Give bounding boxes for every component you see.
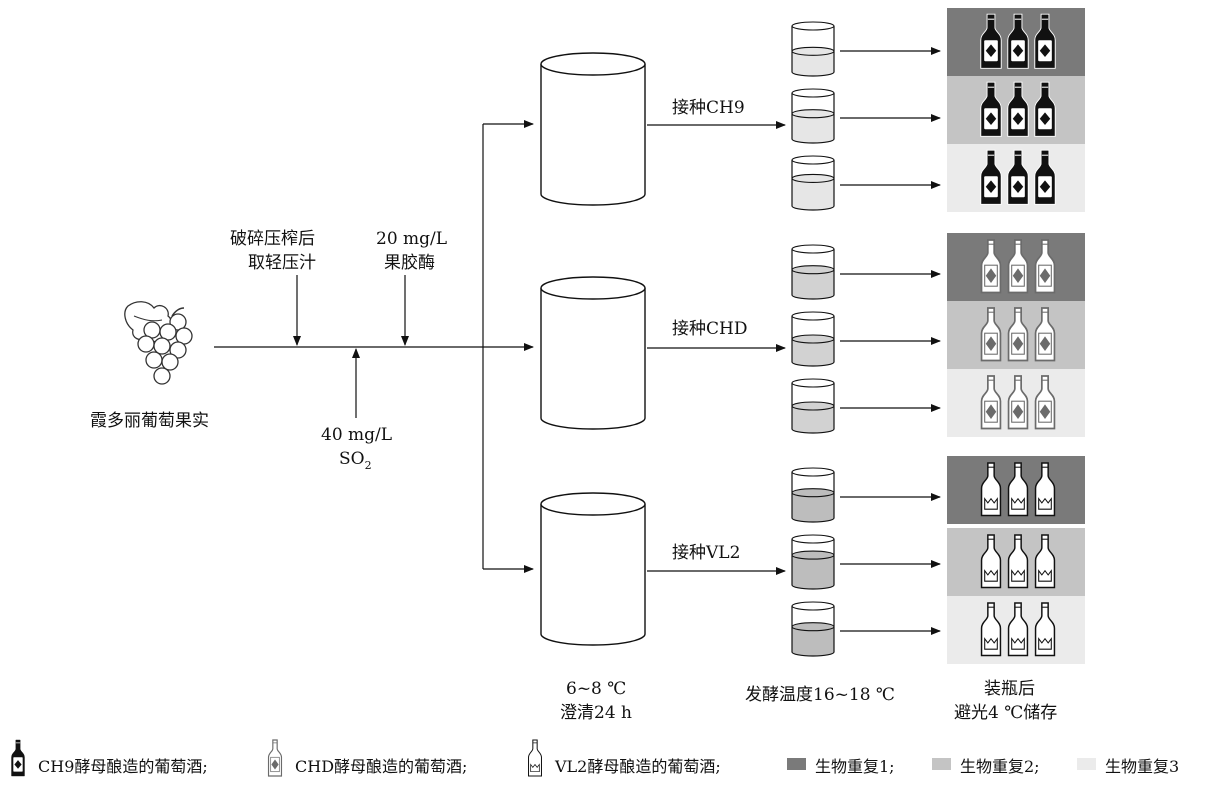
legend-chd-bottle-icon <box>267 739 283 777</box>
bottle-label-line1: 装瓶后 <box>984 679 1035 699</box>
wine-bottle-icon <box>980 13 1002 69</box>
crush-label-line2: 取轻压汁 <box>248 253 316 273</box>
legend-rep3-swatch <box>1077 758 1096 770</box>
legend-rep2-label: 生物重复2; <box>960 757 1040 776</box>
bottle-panel-ch9-rep1 <box>947 8 1085 76</box>
legend-vl2-label: VL2酵母酿造的葡萄酒; <box>554 757 721 776</box>
wine-bottle-icon <box>980 462 1002 517</box>
wine-bottle-icon <box>1007 534 1029 589</box>
wine-bottle-icon <box>1034 375 1056 430</box>
tanks-group <box>540 52 646 646</box>
ferment-label: 发酵温度16~18 ℃ <box>745 685 895 705</box>
legend-ch9-bottle-icon <box>10 739 26 777</box>
fermentation-cup <box>791 467 941 523</box>
wine-bottle-icon <box>1034 307 1056 362</box>
legend-ch9-label: CH9酵母酿造的葡萄酒; <box>38 757 208 776</box>
wine-bottle-icon <box>980 149 1002 205</box>
so2-base: SO <box>339 449 365 469</box>
wine-bottle-icon <box>1034 462 1056 517</box>
fermentation-cup <box>791 378 941 434</box>
wine-bottle-icon <box>980 81 1002 137</box>
legend-rep2-swatch <box>932 758 951 770</box>
fermentation-cup <box>791 601 941 657</box>
legend-vl2-bottle-icon <box>528 739 542 777</box>
wine-bottle-icon <box>1007 239 1029 294</box>
tank-2 <box>540 276 646 430</box>
bottle-panel-vl2-rep3 <box>947 596 1085 664</box>
so2-subscript: 2 <box>365 459 372 472</box>
bottle-panel-ch9-rep3 <box>947 144 1085 212</box>
bottle-panel-vl2-rep1 <box>947 456 1085 524</box>
wine-bottle-icon <box>1007 307 1029 362</box>
bottle-panel-vl2-rep2 <box>947 528 1085 596</box>
wine-bottle-icon <box>1007 602 1029 657</box>
bottle-panel-ch9-rep2 <box>947 76 1085 144</box>
bottle-panel-chd-rep3 <box>947 369 1085 437</box>
wine-bottle-icon <box>980 307 1002 362</box>
fermentation-cup <box>791 88 941 144</box>
wine-bottle-icon <box>1007 375 1029 430</box>
wine-bottle-icon <box>1034 534 1056 589</box>
wine-bottle-icon <box>980 239 1002 294</box>
wine-bottle-icon <box>980 602 1002 657</box>
wine-bottle-icon <box>1007 13 1029 69</box>
pectinase-label-line1: 20 mg/L <box>376 229 447 249</box>
legend: CH9酵母酿造的葡萄酒; CHD酵母酿造的葡萄酒; VL2酵母酿造的葡萄酒; 生… <box>10 739 1179 777</box>
wine-bottle-icon <box>1034 81 1056 137</box>
clarify-label-line2: 澄清24 h <box>560 703 632 723</box>
inoculate-chd-label: 接种CHD <box>672 319 747 339</box>
grape-icon <box>124 301 193 385</box>
legend-rep1-label: 生物重复1; <box>815 757 895 776</box>
tank-3 <box>540 492 646 646</box>
legend-chd-label: CHD酵母酿造的葡萄酒; <box>295 757 467 776</box>
wine-bottle-icon <box>1034 602 1056 657</box>
wine-bottle-icon <box>1034 149 1056 205</box>
bottle-panel-chd-rep2 <box>947 301 1085 369</box>
wine-bottle-icon <box>980 534 1002 589</box>
wine-bottle-icon <box>980 375 1002 430</box>
pectinase-label-line2: 果胶酶 <box>384 253 435 273</box>
inoculate-vl2-label: 接种VL2 <box>672 543 740 563</box>
so2-label: SO2 <box>339 449 372 472</box>
fermentation-cup <box>791 21 941 77</box>
fermentation-cup <box>791 311 941 367</box>
bottle-label-line2: 避光4 ℃储存 <box>954 703 1057 723</box>
crush-label-line1: 破碎压榨后 <box>230 229 315 249</box>
fermentation-cup <box>791 155 941 211</box>
inoculate-ch9-label: 接种CH9 <box>672 98 745 118</box>
so2-label-line1: 40 mg/L <box>321 425 392 445</box>
wine-bottle-icon <box>1007 81 1029 137</box>
fermentation-cup <box>791 534 941 590</box>
tank-1 <box>540 52 646 206</box>
legend-rep3-label: 生物重复3 <box>1105 757 1179 776</box>
grape-label: 霞多丽葡萄果实 <box>90 411 209 431</box>
wine-bottle-icon <box>1034 13 1056 69</box>
wine-bottle-icon <box>1034 239 1056 294</box>
legend-rep1-swatch <box>787 758 806 770</box>
cups-group <box>647 21 941 657</box>
bottle-panel-chd-rep1 <box>947 233 1085 301</box>
fermentation-cup <box>791 244 941 300</box>
wine-bottle-icon <box>1007 462 1029 517</box>
wine-bottle-icon <box>1007 149 1029 205</box>
bottle-panels-group <box>947 8 1085 664</box>
clarify-label-line1: 6~8 ℃ <box>566 679 626 699</box>
